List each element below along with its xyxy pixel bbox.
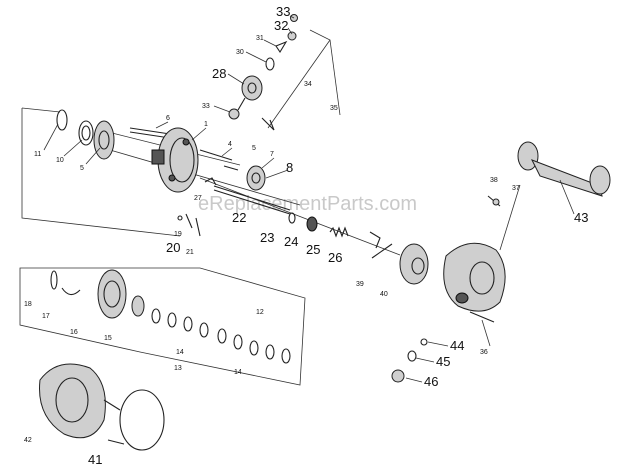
part-6-shaft: [129, 127, 171, 139]
part-31-washer: [275, 40, 288, 54]
label-14a: 14: [176, 349, 184, 356]
part-37-screw: [487, 195, 501, 207]
label-33b: 33: [202, 103, 210, 110]
label-22: 22: [232, 210, 246, 225]
label-42: 42: [24, 437, 32, 444]
part-labels: 33 32 31 30 28 34 35 33 6 1 4 5 7 8 11 1…: [24, 4, 588, 467]
label-46: 46: [424, 374, 438, 389]
label-26: 26: [328, 250, 342, 265]
part-12-13-14-drag-washers: [151, 308, 291, 364]
part-27-clip: [204, 177, 217, 186]
part-32-nut: [287, 31, 297, 41]
label-5a: 5: [80, 165, 84, 172]
label-30: 30: [236, 49, 244, 56]
label-36: 36: [480, 349, 488, 356]
label-11: 11: [34, 151, 41, 158]
label-44: 44: [450, 338, 464, 353]
part-43-crank-handle: [517, 141, 611, 197]
part-46-nut: [391, 369, 405, 383]
label-37: 37: [512, 185, 520, 192]
label-18: 18: [24, 301, 32, 308]
watermark-text: eReplacementParts.com: [198, 193, 417, 215]
part-10-ring: [78, 120, 94, 146]
part-40-side-cover: [399, 243, 429, 285]
part-8-pinion-gear: [246, 165, 266, 191]
label-12: 12: [256, 309, 264, 316]
label-31: 31: [256, 35, 264, 42]
label-14b: 14: [234, 369, 242, 376]
label-4: 4: [228, 141, 232, 148]
label-24: 24: [284, 234, 298, 249]
label-6: 6: [166, 115, 170, 122]
label-7: 7: [270, 151, 274, 158]
label-23: 23: [260, 230, 274, 245]
label-17: 17: [42, 313, 50, 320]
label-19: 19: [174, 231, 182, 238]
label-10: 10: [56, 157, 64, 164]
label-16: 16: [70, 329, 78, 336]
label-5b: 5: [252, 145, 256, 152]
part-36-housing: [443, 242, 506, 323]
label-25: 25: [306, 242, 320, 257]
part-39-flat-spring: [371, 243, 393, 259]
label-28: 28: [212, 66, 226, 81]
label-34: 34: [304, 81, 312, 88]
label-39: 39: [356, 281, 364, 288]
label-15: 15: [104, 335, 112, 342]
label-40: 40: [380, 291, 388, 298]
label-41: 41: [88, 452, 102, 467]
label-35: 35: [330, 105, 338, 112]
part-25-spring: [329, 226, 349, 238]
part-23-washer: [288, 212, 296, 224]
part-44-bolt: [420, 338, 428, 346]
label-21: 21: [186, 249, 194, 256]
spool-assembly-box: [19, 267, 306, 386]
part-11-washer: [56, 109, 68, 131]
part-41-skirt-cup: [103, 389, 165, 451]
label-43: 43: [574, 210, 588, 225]
part-20-spring: [185, 213, 193, 229]
part-16-spool: [97, 269, 127, 319]
part-24-cam: [306, 216, 318, 232]
label-8: 8: [286, 160, 293, 175]
leader-lines: [43, 15, 575, 383]
label-32: 32: [274, 18, 288, 33]
part-26-clip: [369, 231, 381, 249]
part-18-pin: [50, 270, 58, 290]
part-4-pin: [199, 149, 233, 161]
part-1-frame: [151, 127, 199, 193]
part-45-washer: [407, 350, 417, 362]
label-38: 38: [490, 177, 498, 184]
part-28-drag-knob: [237, 75, 263, 111]
part-42-outer-drum: [39, 363, 106, 439]
part-5b-pin: [223, 165, 239, 171]
part-5-gear: [93, 120, 115, 160]
label-33a: 33: [276, 4, 290, 19]
part-21-pin: [195, 217, 201, 237]
label-1: 1: [204, 121, 208, 128]
label-20: 20: [166, 240, 180, 255]
part-22-spool-shaft: [213, 185, 291, 215]
part-34-clip: [261, 117, 275, 131]
part-17-bail: [61, 287, 81, 296]
label-13: 13: [174, 365, 182, 372]
part-30-spring: [265, 57, 275, 71]
part-19-pin: [177, 215, 183, 221]
part-15-bearing: [131, 295, 145, 317]
label-27: 27: [194, 195, 202, 202]
label-45: 45: [436, 354, 450, 369]
part-33b-nut: [228, 108, 240, 120]
